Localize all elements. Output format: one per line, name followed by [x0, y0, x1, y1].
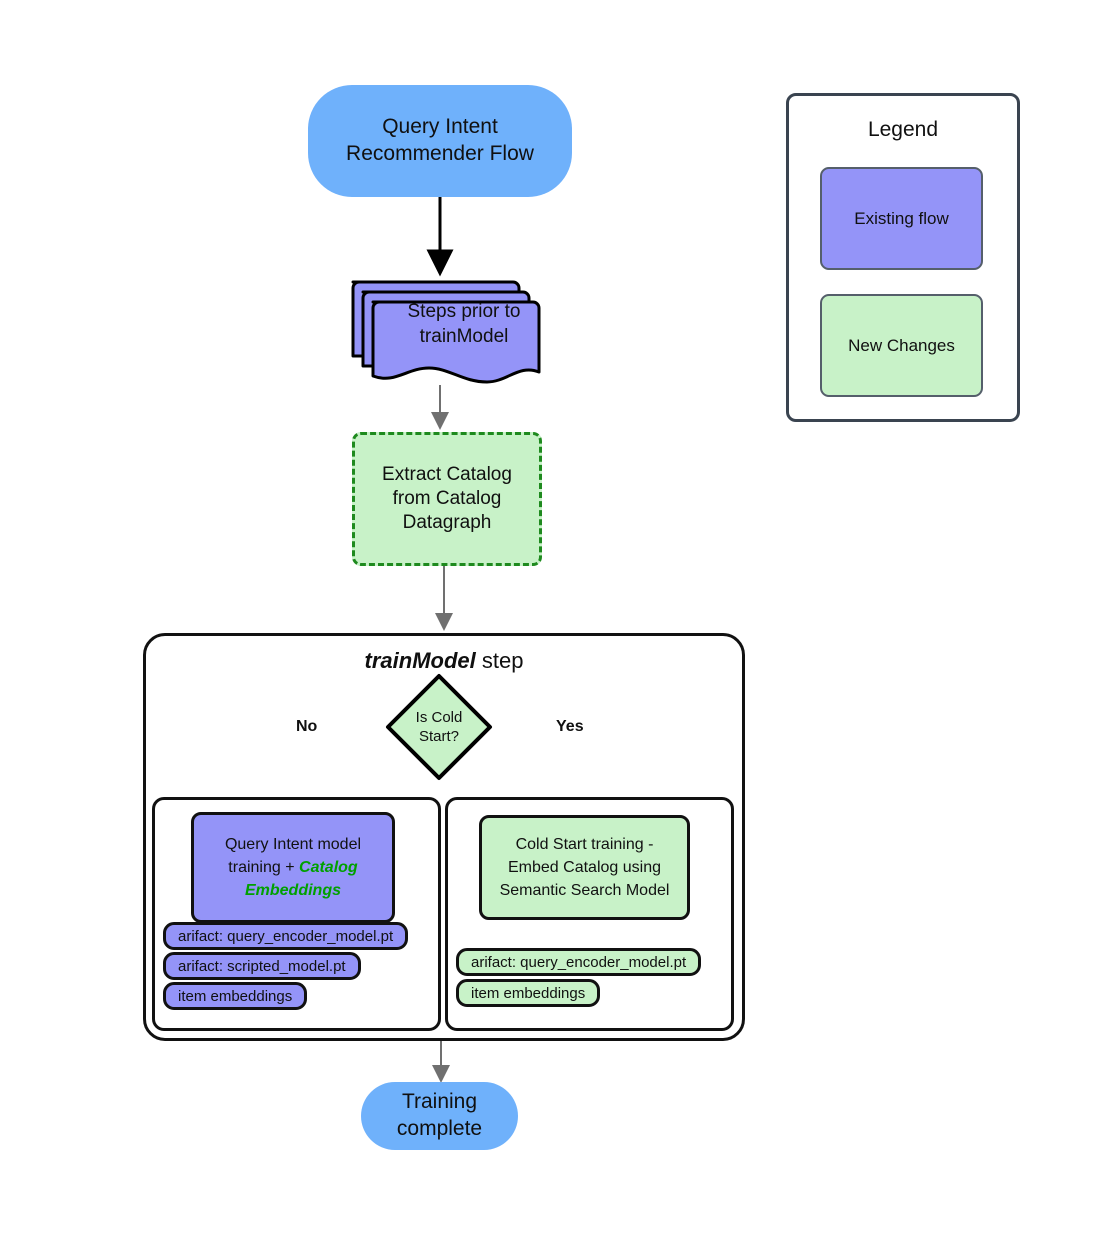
branch-label-yes: Yes	[556, 718, 584, 735]
start-node-label: Query Intent Recommender Flow	[346, 115, 534, 165]
legend-item-existing-flow-label: Existing flow	[854, 208, 949, 228]
training-complete-node[interactable]: Training complete	[361, 1082, 518, 1150]
start-node[interactable]: Query Intent Recommender Flow	[308, 85, 572, 197]
artifact-pill-left-1[interactable]: arifact: scripted_model.pt	[163, 952, 361, 980]
cold-start-training-label: Cold Start training - Embed Catalog usin…	[499, 835, 670, 900]
extract-catalog-label: Extract Catalog from Catalog Datagraph	[382, 463, 512, 534]
training-complete-label: Training complete	[396, 1090, 483, 1140]
artifact-pill-left-2[interactable]: item embeddings	[163, 982, 308, 1010]
qit-line1: Query Intent model	[224, 835, 362, 853]
qit-line2-accent: Catalog	[299, 858, 358, 876]
extract-catalog-node[interactable]: Extract Catalog from Catalog Datagraph	[352, 432, 542, 566]
steps-prior-label: Steps prior to trainModel	[407, 301, 521, 347]
legend-item-existing-flow: Existing flow	[820, 167, 983, 270]
diamond-shape	[386, 674, 492, 780]
branch-label-no: No	[296, 718, 318, 735]
is-cold-start-decision[interactable]: Is Cold Start?	[384, 672, 494, 782]
steps-prior-node[interactable]: Steps prior to trainModel	[350, 272, 550, 392]
trainmodel-step-title: trainModel step	[146, 648, 742, 674]
qit-line3-accent: Embeddings	[244, 882, 341, 900]
artifact-pill-right-1[interactable]: item embeddings	[456, 979, 601, 1007]
multi-document-shape	[351, 280, 541, 384]
legend-item-new-changes: New Changes	[820, 294, 983, 397]
trainmodel-title-bold: trainModel	[364, 648, 476, 673]
qit-line2-plain: training +	[228, 858, 300, 876]
cold-start-training-node[interactable]: Cold Start training - Embed Catalog usin…	[479, 815, 690, 920]
trainmodel-title-rest: step	[475, 648, 524, 673]
legend-title: Legend	[867, 118, 939, 141]
legend-item-new-changes-label: New Changes	[848, 335, 955, 355]
decision-label: Is Cold Start?	[415, 708, 463, 746]
artifact-pill-left-0[interactable]: arifact: query_encoder_model.pt	[163, 922, 409, 950]
artifact-pill-right-0[interactable]: arifact: query_encoder_model.pt	[456, 948, 702, 976]
